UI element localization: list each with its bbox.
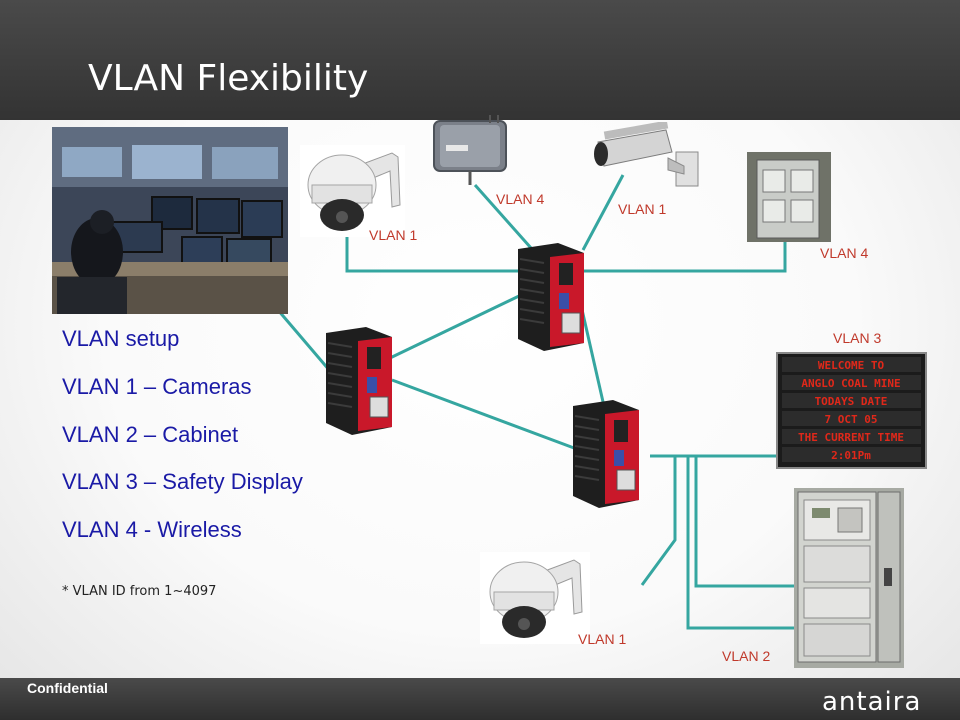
slide-title: VLAN Flexibility [88,58,369,99]
dome-camera-icon [480,552,590,644]
cabinet-large-vlan-label: VLAN 2 [722,648,771,664]
bullet-camera-vlan-label: VLAN 1 [618,201,667,217]
cabinet-small-vlan-label: VLAN 4 [820,245,869,261]
logo-text: antaira [822,687,921,717]
vlan-id-footnote: * VLAN ID from 1~4097 [62,584,217,599]
industrial-ethernet-switch-icon-right [569,400,643,508]
electrical-cabinet-icon-small [747,152,831,242]
link-switch-left-to-switch-right [391,378,575,450]
footer-bar [0,678,960,720]
setup-heading: VLAN setup [62,326,180,351]
wireless-access-point-icon [432,115,508,187]
link-switch-right-to-dome-bottom [640,456,677,586]
link-switch-top-to-cabinet-small [583,240,787,273]
display-line: ANGLO COAL MINE [801,377,900,390]
link-ap-to-switch-top [473,184,533,249]
link-switch-right-to-cabinet-large-1 [686,456,796,630]
dome-camera-icon [300,145,405,237]
ap-vlan-label: VLAN 4 [496,191,545,207]
control-room-photo [52,127,288,314]
display-line: TODAYS DATE [815,395,888,408]
industrial-ethernet-switch-icon-left [322,327,396,435]
link-bullet-cam-to-switch-top [581,174,625,251]
link-dome-top-to-switch-top [345,236,550,273]
display-line: 7 OCT 05 [825,413,878,426]
antaira-logo: antaira [822,687,921,717]
display-vlan-label: VLAN 3 [833,330,882,346]
confidential-label: Confidential [27,680,108,696]
display-line: 2:01Pm [831,449,871,462]
setup-item-vlan-1: VLAN 1 – Cameras [62,374,252,399]
led-display-icon: WELCOME TO ANGLO COAL MINE TODAYS DATE 7… [776,352,927,469]
title-bar [0,0,960,120]
display-line: THE CURRENT TIME [798,431,904,444]
industrial-ethernet-switch-icon-top [514,243,588,351]
link-switch-right-to-cabinet-large-2 [694,456,796,588]
bullet-camera-icon [588,120,708,194]
setup-item-vlan-2: VLAN 2 – Cabinet [62,422,239,447]
electrical-cabinet-icon-large [794,488,904,668]
link-switch-left-to-switch-top [389,294,520,360]
setup-item-vlan-4: VLAN 4 - Wireless [62,517,242,542]
link-control-room-to-switch-left [270,302,338,379]
dome-camera-top-vlan-label: VLAN 1 [369,227,418,243]
dome-camera-bottom-vlan-label: VLAN 1 [578,631,627,647]
setup-item-vlan-3: VLAN 3 – Safety Display [62,469,303,494]
display-line: WELCOME TO [818,359,885,372]
